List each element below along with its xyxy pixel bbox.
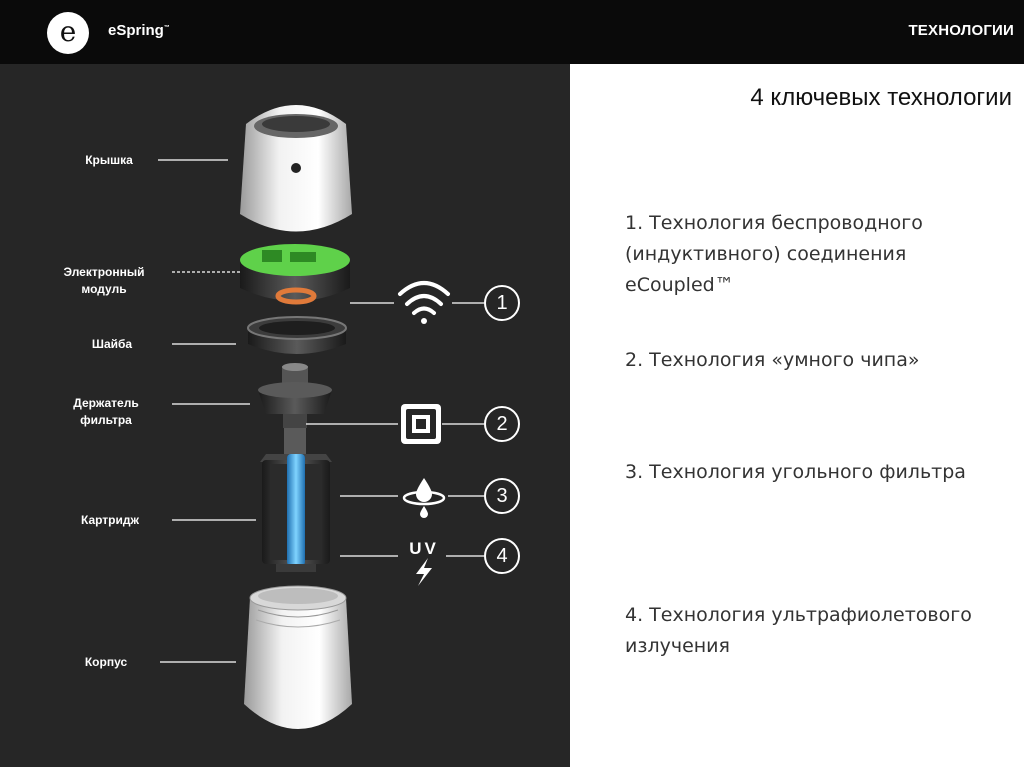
body-part	[244, 585, 352, 729]
section-title: ТЕХНОЛОГИИ	[908, 22, 1014, 39]
label-lines	[158, 159, 256, 663]
marker-1: 1	[484, 285, 520, 321]
filter-holder-part	[258, 363, 332, 428]
chip-icon	[401, 404, 441, 444]
marker-2: 2	[484, 406, 520, 442]
marker-3: 3	[484, 478, 520, 514]
label-filter-holder: Держатель фильтра	[73, 396, 139, 427]
label-washer: Шайба	[91, 337, 133, 351]
washer-part	[247, 316, 347, 354]
marker-4: 4	[484, 538, 520, 574]
technology-item-4: 4. Технология ультрафиолетового излучени…	[625, 604, 972, 657]
page-heading: 4 ключевых технологии	[750, 84, 1012, 111]
brand-name: eSpring™	[108, 22, 170, 39]
top-bar: e eSpring™ ТЕХНОЛОГИИ	[0, 0, 1024, 64]
label-cartridge: Картридж	[80, 513, 140, 527]
uv-lightning-icon: UV	[409, 539, 439, 586]
technology-item-1: 1. Технология беспроводного (индуктивног…	[625, 212, 923, 296]
exploded-diagram: UV	[158, 105, 484, 729]
logo-letter: e	[59, 15, 77, 48]
label-electronic-module: Электронный модуль	[63, 265, 145, 296]
cartridge-part	[260, 428, 332, 572]
espring-logo: e	[47, 12, 89, 54]
technologies-panel	[570, 64, 1024, 767]
technology-item-2: 2. Технология «умного чипа»	[625, 349, 920, 371]
technology-item-3: 3. Технология угольного фильтра	[625, 461, 966, 483]
wifi-icon	[398, 281, 450, 324]
label-lid: Крышка	[85, 153, 133, 167]
electronic-module-part	[240, 244, 350, 305]
lid-part	[240, 105, 352, 232]
water-drop-icon	[402, 478, 446, 518]
svg-text:UV: UV	[409, 539, 439, 558]
label-body: Корпус	[84, 655, 128, 669]
technology-pointer-lines	[306, 302, 484, 557]
